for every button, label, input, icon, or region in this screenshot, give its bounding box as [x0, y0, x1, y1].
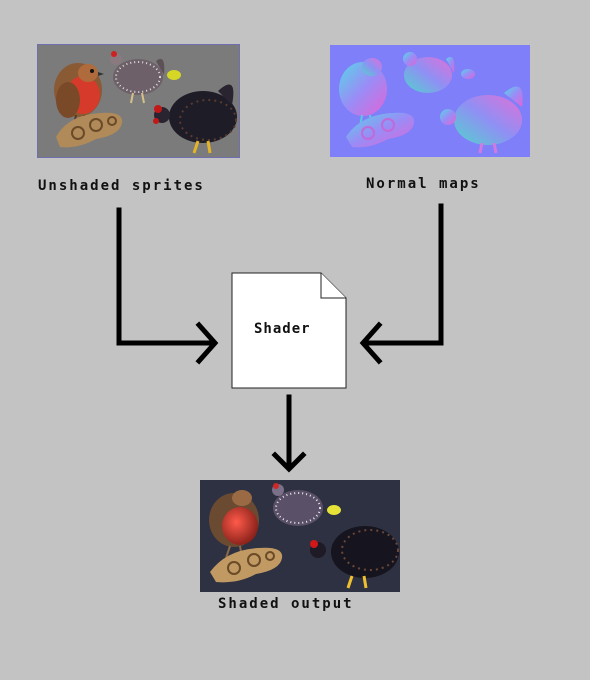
- arrow-normal-to-shader: [365, 203, 444, 346]
- shaded-speckled-hen: [272, 483, 323, 526]
- arrowhead-right-to-shader: [359, 321, 383, 365]
- unshaded-sprites-image: [37, 44, 240, 158]
- arrow-unshaded-to-shader: [116, 207, 213, 346]
- normal-black-hen: [440, 86, 523, 154]
- document-icon: [231, 272, 347, 389]
- normal-maps-label: Normal maps: [366, 176, 481, 192]
- unshaded-sprites-label: Unshaded sprites: [38, 178, 205, 194]
- chick-sprite: [167, 70, 181, 80]
- arrowhead-left-to-shader: [195, 321, 219, 365]
- arrowhead-down-to-output: [271, 451, 307, 473]
- normal-maps-image: [330, 45, 530, 157]
- shader-label: Shader: [254, 321, 311, 337]
- robin-sprite: [54, 63, 104, 131]
- shaded-black-hen: [310, 526, 399, 589]
- shaded-output-label: Shaded output: [218, 596, 354, 612]
- shaded-chick: [327, 505, 341, 515]
- normal-chick: [461, 69, 475, 79]
- normal-log: [346, 112, 415, 148]
- speckled-hen-sprite: [110, 51, 165, 104]
- shaded-robin: [209, 490, 259, 559]
- log-sprite: [56, 112, 123, 148]
- normal-speckled-hen: [403, 52, 455, 93]
- shaded-output-image: [200, 480, 400, 592]
- shaded-log: [210, 547, 283, 583]
- black-hen-sprite: [153, 84, 237, 154]
- normal-robin: [339, 58, 387, 128]
